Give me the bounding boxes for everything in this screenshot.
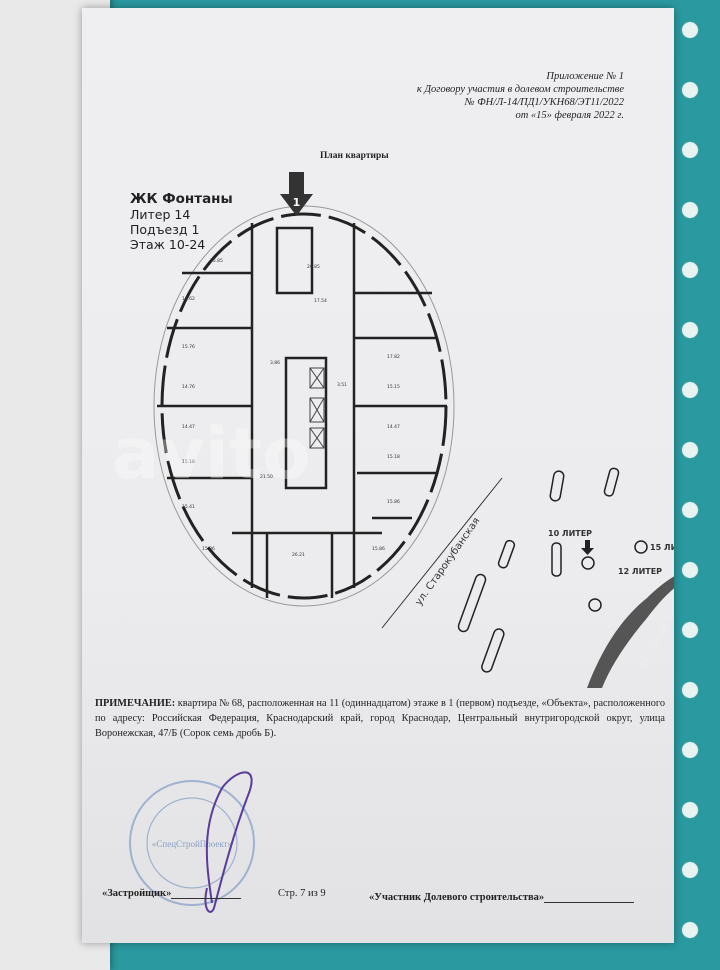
room-area: 15.18 [182,459,195,465]
room-area: 15.86 [372,546,385,552]
watermark: avito [112,413,310,495]
street-label: ул. Старокубанская [413,516,482,608]
room-area: 14.76 [182,384,195,390]
room-area: 26.21 [292,552,305,558]
room-area: 11.62 [182,296,195,302]
room-area: 15.18 [387,454,400,460]
appendix-header: Приложение № 1 к Договору участия в доле… [417,70,624,122]
developer-signature-line: «Застройщик» [102,888,242,899]
interior-walls [157,223,447,598]
liter-12-label: 12 ЛИТЕР [618,567,662,576]
liter-15-label: 15 ЛИТЕР [650,543,674,552]
stamp-and-signature: «СпецСтройПроект» [129,771,255,913]
room-area: 15.85 [210,258,223,264]
site-map: ул. Старокубанская оз. Старая Кубань 10 … [381,467,674,688]
stamp-text: «СпецСтройПроект» [152,839,232,849]
floor-plan: 1 15.85 20.85 [112,172,674,688]
signature-line [171,898,242,899]
document-page: Приложение № 1 к Договору участия в доле… [82,8,674,943]
location-arrow-icon [581,540,594,555]
note-text: квартира № 68, расположенная на 11 (один… [95,698,665,739]
plan-info: ЖК Фонтаны Литер 14 Подъезд 1 Этаж 10-24 [130,191,233,253]
street-line [381,477,503,629]
room-area: 3.51 [337,382,347,388]
room-area: 15.41 [182,504,195,510]
appendix-number: Приложение № 1 [546,71,624,82]
room-area: 14.47 [182,424,195,430]
room-area: 21.50 [260,474,273,480]
room-area: 17.82 [387,354,400,360]
entrance: Подъезд 1 [130,222,200,237]
building-shapes [457,467,648,673]
complex-name: ЖК Фонтаны [130,191,233,207]
developer-label: «Застройщик» [102,888,172,899]
room-area: 3.86 [270,360,280,366]
entrance-arrow-icon: 1 [280,172,313,216]
participant-label: «Участник Долевого строительства» [369,892,545,903]
page-number: Стр. 7 из 9 [278,888,326,899]
liter-10-label: 10 ЛИТЕР [548,529,592,538]
floors: Этаж 10-24 [130,237,206,252]
signature-line [544,902,635,903]
room-area: 15.15 [387,384,400,390]
room-area: 15.76 [182,344,195,350]
room-area: 15.86 [387,499,400,505]
participant-signature-line: «Участник Долевого строительства» [369,892,635,903]
entrance-number: 1 [293,196,301,209]
room-area: 17.54 [314,298,327,304]
contract-number: № ФН/Л-14/ПД1/УКН68/ЭТ11/2022 [464,97,624,108]
room-area-labels: 15.85 20.85 11.62 15.76 14.76 14.47 15.1… [182,258,400,558]
contract-reference: к Договору участия в долевом строительст… [416,84,624,95]
company-stamp [129,780,255,906]
lake-shape [587,576,674,688]
note-paragraph: ПРИМЕЧАНИЕ: квартира № 68, расположенная… [95,696,665,741]
signature [204,771,253,913]
note-label: ПРИМЕЧАНИЕ: [95,698,176,709]
plan-title: План квартиры [320,151,389,161]
room-area: 15.86 [202,546,215,552]
contract-date: от «15» февраля 2022 г. [515,110,624,121]
liter: Литер 14 [130,207,191,222]
room-area: 20.85 [307,264,320,270]
room-area: 14.47 [387,424,400,430]
elevators [309,367,325,449]
